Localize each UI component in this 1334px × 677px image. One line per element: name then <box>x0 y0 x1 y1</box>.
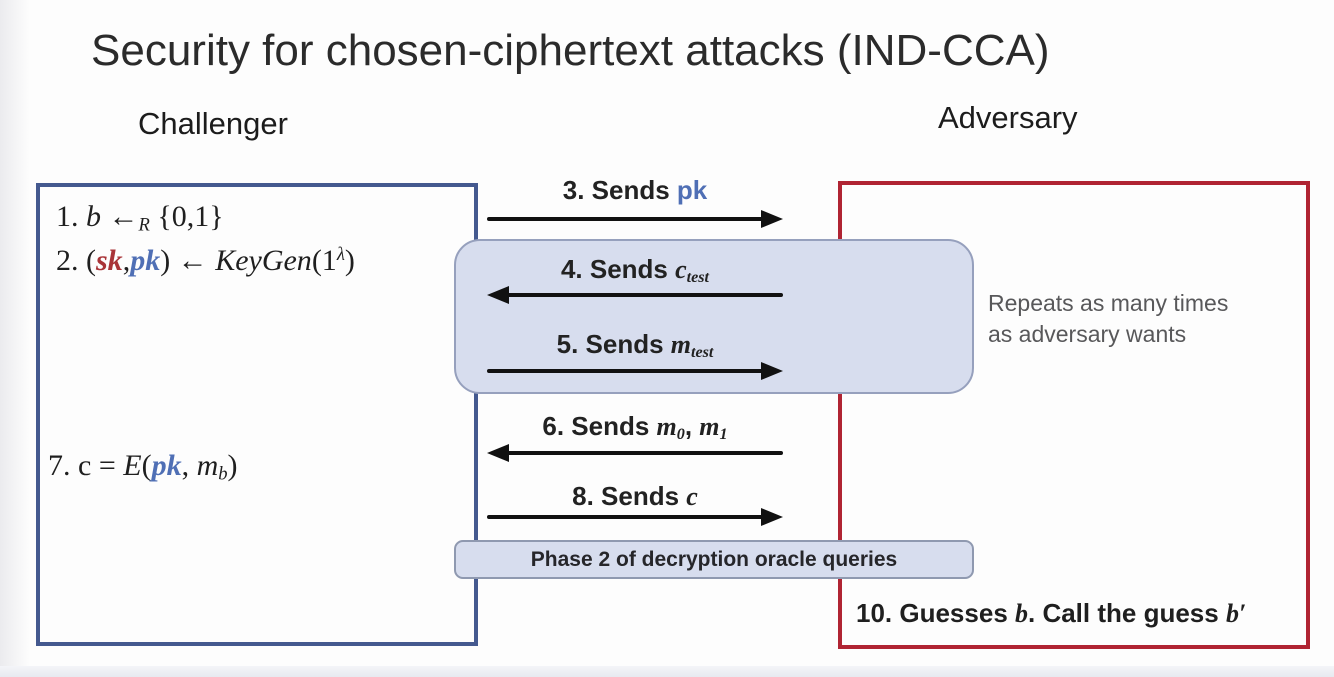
step1-set: {0,1} <box>149 200 224 233</box>
message-5-label: 5. Sends mtest <box>455 329 815 362</box>
arrowhead-left-icon <box>487 444 509 462</box>
step1-arrow: ← <box>101 200 139 233</box>
repeat-note-line2: as adversary wants <box>988 321 1187 347</box>
step2-argclose: ) <box>344 244 355 278</box>
message-5-var-m: m <box>670 330 691 359</box>
arrowhead-right-icon <box>761 508 783 526</box>
message-8-arrow-right <box>487 508 783 526</box>
slide-title: Security for chosen-ciphertext attacks (… <box>91 26 1050 75</box>
message-6-sub-1: 1 <box>719 426 728 444</box>
message-6-sub-0: 0 <box>676 426 685 444</box>
arrowhead-right-icon <box>761 362 783 380</box>
guess-mid: . Call the guess <box>1028 598 1226 628</box>
step7-prefix: 7. c = <box>48 449 124 482</box>
step7-close: ) <box>227 449 238 482</box>
repeat-note: Repeats as many times as adversary wants <box>988 288 1298 350</box>
step2-sk: sk <box>96 244 123 278</box>
repeat-note-line1: Repeats as many times <box>988 290 1229 316</box>
step2-comma: , <box>122 244 131 278</box>
message-6-label: 6. Sends m0, m1 <box>455 411 815 444</box>
step7-comma: , <box>181 449 197 482</box>
adversary-label: Adversary <box>938 100 1078 135</box>
step7-var-m: m <box>196 449 219 482</box>
step1-var-b: b <box>86 200 101 233</box>
repeat-oracle-panel <box>454 239 974 394</box>
arrow-shaft <box>487 217 768 221</box>
arrowhead-right-icon <box>761 210 783 228</box>
step7-open: ( <box>141 449 152 482</box>
message-4-arrow-left <box>487 286 783 304</box>
guess-var-bprime: b′ <box>1225 599 1247 628</box>
step1-sub-R: R <box>138 214 150 236</box>
message-6-var-m1: m <box>699 412 720 441</box>
step2-argopen: (1 <box>311 244 337 278</box>
message-8-label: 8. Sends c <box>455 481 815 512</box>
message-6-arrow-left <box>487 444 783 462</box>
challenger-step-7: 7. c = E(pk, mb) <box>48 449 238 486</box>
message-3-text: 3. Sends <box>562 175 677 205</box>
guess-prefix: 10. Guesses <box>856 598 1015 628</box>
bottom-edge-strip <box>0 666 1334 677</box>
message-6-var-m0: m <box>656 412 677 441</box>
message-6-text: 6. Sends <box>542 411 657 441</box>
challenger-box <box>36 183 478 646</box>
arrow-shaft <box>502 293 783 297</box>
adversary-box <box>838 181 1310 649</box>
left-edge-shade <box>0 0 30 677</box>
message-3-pk: pk <box>676 175 708 205</box>
step7-sub-b: b <box>218 463 228 485</box>
message-5-text: 5. Sends <box>556 329 671 359</box>
phase2-label: Phase 2 of decryption oracle queries <box>530 547 898 571</box>
message-8-var-c: c <box>686 482 698 511</box>
step2-pk: pk <box>130 244 161 278</box>
arrow-shaft <box>487 515 768 519</box>
message-4-sub-test: test <box>686 269 710 287</box>
message-3-arrow-right <box>487 210 783 228</box>
message-5-arrow-right <box>487 362 783 380</box>
message-4-text: 4. Sends <box>560 254 676 284</box>
arrowhead-left-icon <box>487 286 509 304</box>
step2-keygen: KeyGen <box>215 244 312 278</box>
challenger-step-2: 2. (sk,pk) ← KeyGen(1λ) <box>56 244 355 278</box>
guess-var-b: b <box>1015 599 1028 628</box>
challenger-step-1: 1. b ←R {0,1} <box>56 200 224 237</box>
step2-prefix: 2. ( <box>56 244 96 278</box>
message-3-label: 3. Sends pk <box>455 175 815 206</box>
arrow-shaft <box>487 369 768 373</box>
message-5-sub-test: test <box>691 344 714 362</box>
adversary-guess-line: 10. Guesses b. Call the guess b′ <box>856 598 1246 629</box>
step7-pk: pk <box>151 449 182 482</box>
arrow-shaft <box>502 451 783 455</box>
phase2-panel: Phase 2 of decryption oracle queries <box>454 540 974 579</box>
step2-lambda: λ <box>336 244 345 265</box>
message-8-text: 8. Sends <box>572 481 687 511</box>
message-4-label: 4. Sends ctest <box>455 254 815 287</box>
step2-mid: ) ← <box>160 244 216 278</box>
step1-prefix: 1. <box>56 200 86 233</box>
challenger-label: Challenger <box>138 106 288 141</box>
step7-E: E <box>123 449 142 482</box>
message-6-sep: , <box>684 411 700 441</box>
message-4-var-c: c <box>675 255 687 284</box>
